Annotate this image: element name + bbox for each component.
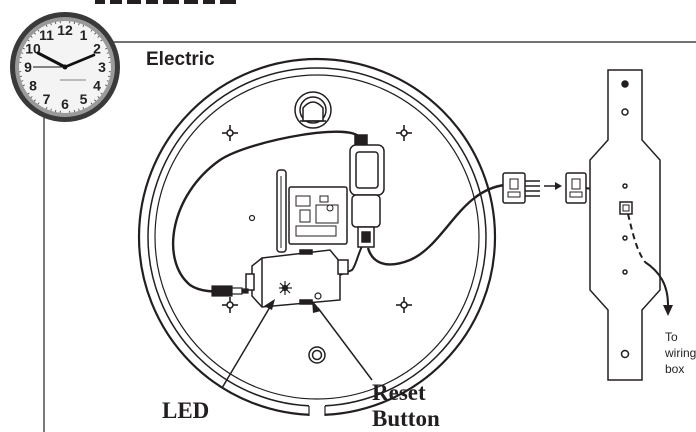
- clock-tick: [100, 39, 103, 42]
- callout-arrows: [221, 306, 373, 389]
- clock-tick: [55, 21, 57, 25]
- adapter-tail-cord: [339, 245, 363, 276]
- clock-tick: [107, 75, 111, 77]
- clock-numeral: 3: [98, 59, 106, 75]
- clock-tick: [55, 109, 57, 113]
- clock-tick: [73, 109, 75, 113]
- clock-tick: [33, 32, 36, 35]
- wiring-to-box: [644, 261, 669, 306]
- clock-tick: [22, 84, 25, 87]
- antenna: [276, 169, 287, 253]
- circuit-board: [288, 186, 348, 245]
- clock-tick: [37, 102, 40, 105]
- clock-tick: [50, 23, 52, 26]
- reset-callout-line1: Reset: [372, 380, 426, 405]
- reset-callout-line2: Button: [372, 406, 440, 431]
- mounting-bracket: [589, 69, 661, 381]
- receiver-module: [245, 249, 349, 308]
- clock-tick: [73, 21, 75, 25]
- male-connector: [502, 172, 540, 204]
- power-adapter: [349, 134, 385, 248]
- clock-tick: [90, 29, 93, 32]
- clock-tick: [21, 80, 24, 82]
- wiring-arrowhead: [663, 305, 673, 316]
- power-cord: [171, 130, 362, 293]
- reset-button: [314, 292, 322, 300]
- clock-tick: [33, 99, 36, 102]
- clock-housing-back: [137, 57, 497, 417]
- clock-tick: [30, 35, 33, 38]
- clock-numeral: 7: [43, 91, 51, 107]
- hanger-slot: [294, 91, 332, 129]
- bottom-screw-boss: [308, 346, 326, 364]
- mounting-cross: [396, 297, 412, 313]
- led-indicator: [279, 281, 292, 295]
- clock-numeral: 5: [80, 91, 88, 107]
- clock-numeral: 11: [39, 27, 54, 43]
- clock-tick: [30, 96, 33, 99]
- clock-tick: [97, 96, 100, 99]
- clock-numeral: 6: [61, 96, 69, 112]
- clock-hour-hand: [36, 51, 67, 69]
- clock-tick: [90, 102, 93, 105]
- clock-tick: [45, 24, 48, 27]
- clock-tick: [94, 32, 97, 35]
- clock-tick: [27, 39, 30, 42]
- clock-numeral: 9: [24, 59, 32, 75]
- clock-tick: [27, 92, 30, 95]
- clock-tick: [106, 52, 109, 54]
- callout-arrowheads: [264, 299, 321, 313]
- female-connector: [565, 172, 587, 204]
- clock-tick: [50, 108, 52, 111]
- clock-tick: [82, 24, 85, 27]
- clock-numeral: 8: [29, 78, 37, 94]
- clock-minute-hand: [63, 53, 96, 69]
- cropped-top-heading: [95, 0, 236, 4]
- clock-tick: [105, 47, 108, 50]
- mounting-cross: [396, 125, 412, 141]
- clock-numeral: 12: [57, 22, 73, 38]
- clock-numeral: 1: [80, 27, 88, 43]
- clock-tick: [78, 23, 80, 26]
- clock-tick: [106, 80, 109, 82]
- clock-tick: [94, 99, 97, 102]
- clock-tick: [19, 75, 23, 77]
- clock-tick: [82, 107, 85, 110]
- wiring-note-line3: box: [665, 362, 684, 376]
- connect-arrow: [544, 182, 562, 190]
- clock-tick: [105, 84, 108, 87]
- clock-tick: [37, 29, 40, 32]
- section-heading: Electric: [146, 49, 215, 70]
- left-jack: [211, 285, 249, 297]
- led-callout: LED: [162, 398, 209, 423]
- clock-tick: [45, 107, 48, 110]
- extension-cord: [366, 183, 506, 266]
- wiring-note-line1: To: [665, 330, 678, 344]
- clock-tick: [19, 57, 23, 59]
- clock-tick: [22, 47, 25, 50]
- mounting-cross: [222, 297, 238, 313]
- mounting-points: [222, 125, 412, 313]
- clock-numeral: 2: [93, 41, 101, 57]
- clock-numeral: 4: [93, 78, 101, 94]
- clock-tick: [107, 57, 111, 59]
- clock-tick: [21, 52, 24, 54]
- clock-tick: [97, 35, 100, 38]
- mounting-cross: [222, 125, 238, 141]
- clock-tick: [78, 108, 80, 111]
- clock-tick: [100, 92, 103, 95]
- wiring-dashed: [627, 213, 646, 263]
- wiring-note-line2: wiring: [664, 346, 696, 360]
